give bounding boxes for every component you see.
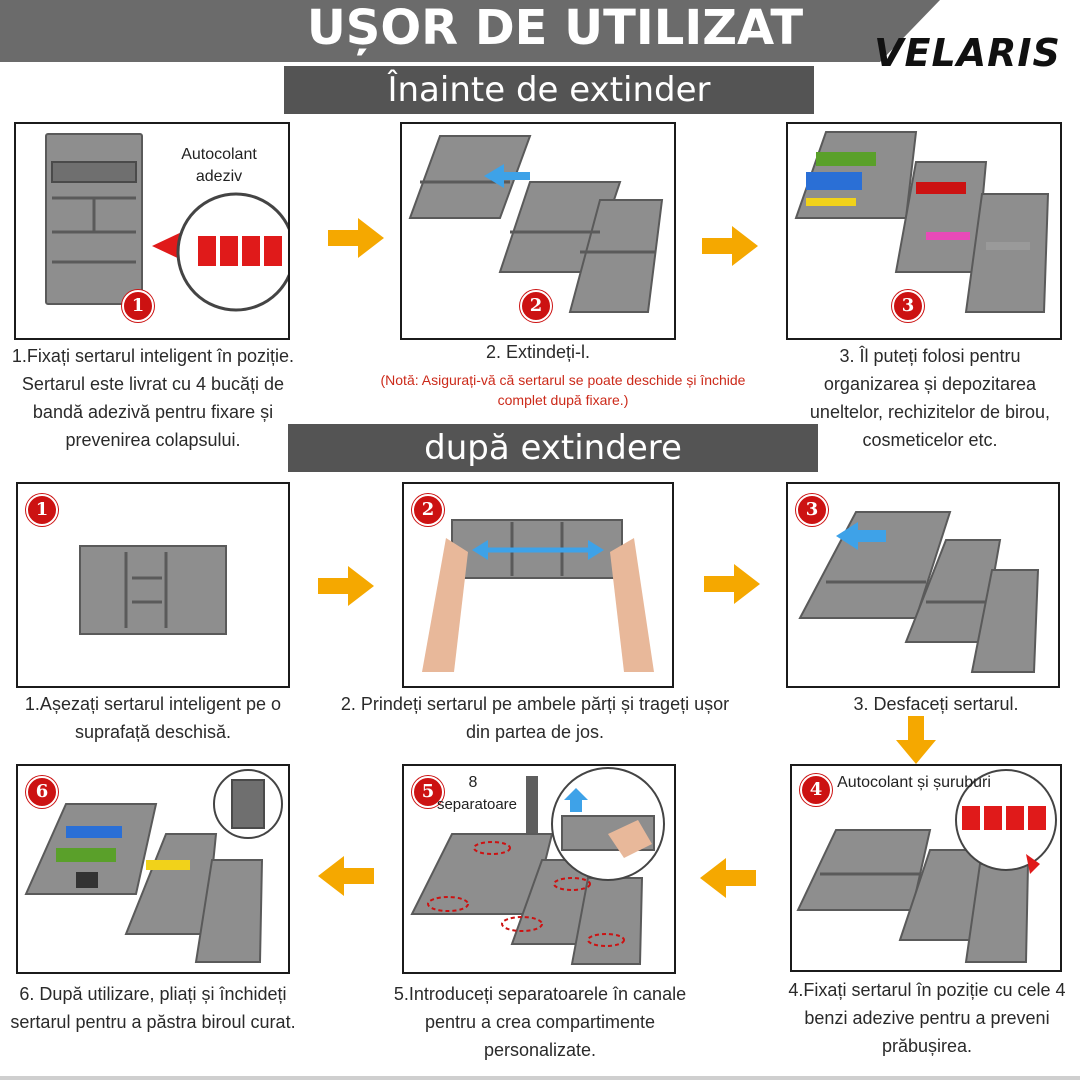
closed-drawer-illustration <box>45 133 288 312</box>
panel-bottom-6: 6 <box>16 764 290 974</box>
arrow-right-icon <box>704 564 760 604</box>
arrow-left-icon <box>700 858 756 898</box>
panel-top-3: 3 <box>786 122 1062 340</box>
step-badge: 3 <box>892 290 924 322</box>
bottom-border <box>0 1076 1080 1080</box>
step-note: (Notă: Asigurați-vă că sertarul se poate… <box>380 372 746 408</box>
step-caption: 1.Fixați sertarul inteligent în poziție.… <box>11 346 295 450</box>
panel-top-1: Autocolant adeziv 1 <box>14 122 290 340</box>
unfolded-drawer-illustration <box>798 511 1040 673</box>
step-caption: 4.Fixați sertarul în poziție cu cele 4 b… <box>788 980 1066 1056</box>
arrow-down-icon <box>896 716 936 764</box>
panel-bottom-5: 5 8 separatoare <box>402 764 676 974</box>
divider-label: separatoare <box>436 796 518 813</box>
panel-bottom-4: 4 Autocolant și șuruburi <box>790 764 1062 972</box>
panel-top-2: 2 <box>400 122 676 340</box>
extended-drawer-illustration <box>408 135 664 313</box>
step-badge: 5 <box>412 776 444 808</box>
step-badge: 3 <box>796 494 828 526</box>
panel-middle-1: 1 <box>16 482 290 688</box>
step-badge: 1 <box>26 494 58 526</box>
page-title: UȘOR DE UTILIZAT <box>306 0 804 56</box>
folded-drawer-illustration <box>79 545 227 635</box>
arrow-right-icon <box>702 226 758 266</box>
step-badge: 1 <box>122 290 154 322</box>
step-badge: 4 <box>800 774 832 806</box>
step-caption: 5.Introduceți separatoarele în canale pe… <box>393 984 687 1060</box>
step-badge: 2 <box>520 290 552 322</box>
fixed-drawer-illustration <box>796 769 1057 963</box>
step-caption: 6. După utilizare, pliați și închideți s… <box>10 984 296 1032</box>
brand-logo: VELARIS <box>874 31 1061 75</box>
step-caption: 3. Îl puteți folosi pentru organizarea ș… <box>809 346 1051 450</box>
step-caption: 2. Prindeți sertarul pe ambele părți și … <box>340 694 730 742</box>
sticker-screws-label: Autocolant și șuruburi <box>837 774 991 791</box>
panel-middle-3: 3 <box>786 482 1060 688</box>
step-caption: 1.Așezați sertarul inteligent pe o supra… <box>24 694 282 742</box>
arrow-right-icon <box>318 566 374 606</box>
step-caption: 2. Extindeți-l. <box>485 342 591 362</box>
step-badge: 6 <box>26 776 58 808</box>
panel-middle-2: 2 <box>402 482 674 688</box>
organized-drawer-illustration <box>794 131 1050 313</box>
divider-count: 8 <box>468 774 478 791</box>
step-caption: 3. Desfaceți sertarul. <box>853 694 1019 714</box>
arrow-right-icon <box>328 218 384 258</box>
step-badge: 2 <box>412 494 444 526</box>
organized-drawer-illustration <box>24 769 283 963</box>
section-before-title: Înainte de extinder <box>284 66 814 114</box>
pull-drawer-illustration <box>422 519 654 672</box>
sticker-label: Autocolant adeziv <box>181 146 257 185</box>
divider-insertion-illustration <box>410 767 665 965</box>
arrow-left-icon <box>318 856 374 896</box>
section-after-title: după extindere <box>288 424 818 472</box>
